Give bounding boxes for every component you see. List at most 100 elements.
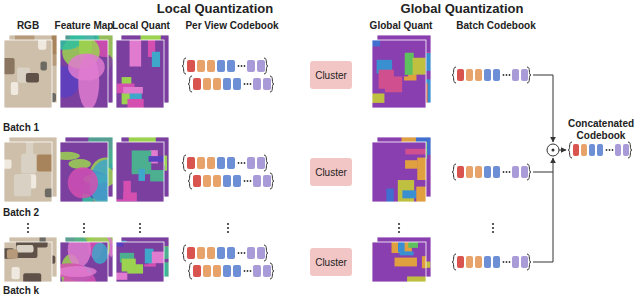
code-vector (197, 60, 205, 72)
image-border (60, 242, 108, 282)
code-vector (615, 144, 621, 156)
image-border (372, 242, 426, 282)
code-vector (233, 265, 241, 277)
quant-patch (116, 273, 127, 280)
code-vector (263, 175, 271, 187)
ellipsis-dot (509, 261, 511, 263)
brace (452, 164, 456, 180)
ellipsis-dot (509, 171, 511, 173)
quant-patch (413, 58, 426, 75)
ellipsis-dot (492, 223, 494, 225)
quant-patch (372, 93, 384, 102)
ellipsis-dot (398, 227, 400, 229)
quant-patch (398, 242, 405, 252)
code-vector (263, 78, 271, 90)
brace (270, 173, 274, 189)
code-vector (247, 157, 255, 169)
code-vector (227, 247, 235, 259)
code-vector (233, 175, 241, 187)
ellipsis-dot (612, 149, 614, 151)
photo-object (40, 61, 46, 70)
gq-image (372, 142, 426, 202)
lq-image (116, 40, 164, 108)
column-label: RGB (17, 20, 39, 32)
ellipsis-dot (244, 83, 246, 85)
image-border (4, 40, 52, 108)
quant-patch (122, 259, 136, 272)
code-vector (521, 69, 528, 81)
quant-patch (408, 242, 418, 248)
row-label: Batch 1 (3, 122, 39, 134)
code-vector (187, 157, 195, 169)
quant-patch (127, 99, 143, 108)
code-vector (253, 175, 261, 187)
ellipsis-dot (244, 162, 246, 164)
ellipsis-dot (509, 74, 511, 76)
gq-image (372, 40, 426, 108)
code-vector (512, 69, 519, 81)
brace (182, 245, 186, 261)
photo-object (14, 174, 31, 196)
ellipsis-dot (503, 171, 505, 173)
photo-object (4, 159, 12, 168)
code-vector (257, 60, 265, 72)
ellipsis-dot (492, 227, 494, 229)
ellipsis-dot (250, 83, 252, 85)
ellipsis-dot (503, 74, 505, 76)
ellipsis-dot (139, 227, 141, 229)
ellipsis-dot (241, 162, 243, 164)
brace (188, 76, 192, 92)
ellipsis-dot (244, 180, 246, 182)
rgb-image (4, 40, 52, 108)
codebook (452, 67, 531, 83)
code-vector (521, 166, 528, 178)
quant-patch (386, 189, 393, 202)
code-vector (227, 157, 235, 169)
fm-image (60, 40, 108, 108)
code-vector (466, 166, 473, 178)
quant-patch (402, 190, 416, 198)
code-vector (213, 78, 221, 90)
photo-object (23, 273, 41, 282)
feature-blob (68, 159, 91, 169)
brace (568, 142, 572, 158)
ellipsis-dot (247, 83, 249, 85)
section-heading: Global Quantization (401, 2, 524, 17)
photo-object (7, 249, 18, 259)
quant-patch (417, 158, 426, 180)
photo-object (12, 267, 20, 279)
feature-blob (92, 243, 108, 264)
code-vector (223, 78, 231, 90)
code-vector (187, 247, 195, 259)
code-vector (207, 60, 215, 72)
photo-object (21, 154, 36, 174)
ellipsis-dot (238, 252, 240, 254)
node-text: Cluster (315, 257, 347, 268)
code-vector (597, 144, 603, 156)
codebook (182, 245, 268, 261)
image-border (60, 40, 108, 108)
ellipsis-dot (241, 252, 243, 254)
brace (527, 254, 531, 270)
quant-patch (152, 252, 164, 264)
code-vector (484, 256, 491, 268)
ellipsis-dot (83, 223, 85, 225)
row-label: Batch 2 (3, 207, 39, 219)
brace (188, 173, 192, 189)
cluster-box: Cluster (310, 248, 352, 276)
brace (270, 263, 274, 279)
codebook (452, 164, 531, 180)
quant-patch (405, 149, 426, 155)
code-vector (475, 256, 482, 268)
photo-object (11, 82, 18, 95)
code-vector (223, 175, 231, 187)
code-vector (223, 265, 231, 277)
ellipsis-dot (606, 149, 608, 151)
codebook (188, 173, 274, 189)
image-border (4, 242, 52, 282)
code-vector (475, 69, 482, 81)
photo-object (26, 73, 39, 83)
ellipsis-dot (27, 227, 29, 229)
node-text: Cluster (315, 167, 347, 178)
code-vector (217, 157, 225, 169)
